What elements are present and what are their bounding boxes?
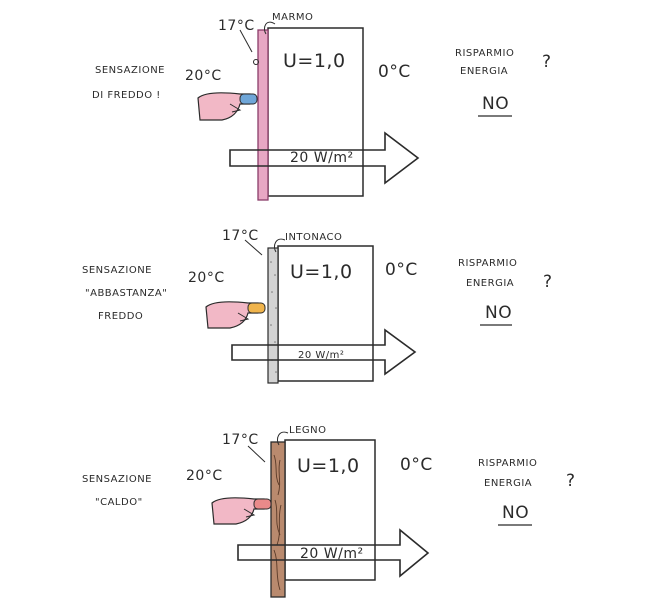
outside-temp-label: 0°C [378, 62, 411, 82]
question-line-1: RISPARMIO [478, 458, 537, 469]
u-value-label: U=1,0 [283, 50, 346, 72]
room-temp-label: 20°C [185, 68, 222, 84]
answer-label: NO [485, 303, 512, 323]
answer-label: NO [502, 503, 529, 523]
question-line-1: RISPARMIO [455, 48, 514, 59]
marble-layer [257, 29, 269, 201]
heat-flux-arrow [229, 131, 420, 185]
question-line-2: ENERGIA [484, 478, 532, 489]
panel-legno: 17°C LEGNO U=1,0 0°C 20°C 20 W/m² SENSAZ… [82, 425, 576, 598]
heat-flux-arrow [231, 328, 417, 376]
question-mark: ? [542, 52, 552, 72]
answer-label: NO [482, 94, 509, 114]
outside-temp-label: 0°C [400, 455, 433, 475]
material-label: MARMO [272, 12, 313, 23]
panel-marmo: 17°C MARMO U=1,0 0°C 20°C 20 W/m² SENSAZ… [92, 12, 552, 201]
question-line-2: ENERGIA [466, 278, 514, 289]
question-line-2: ENERGIA [460, 66, 508, 77]
question-mark: ? [543, 272, 553, 292]
inner-temp-label: 17°C [218, 18, 255, 34]
inner-temp-label: 17°C [222, 432, 259, 448]
sensation-line-1: SENSAZIONE [82, 265, 152, 276]
question-mark: ? [566, 471, 576, 491]
room-temp-label: 20°C [188, 270, 225, 286]
hand-icon [205, 301, 266, 329]
sensation-line-2: DI FREDDO ! [92, 90, 161, 101]
flux-label: 20 W/m² [300, 546, 364, 562]
u-value-label: U=1,0 [297, 455, 360, 477]
material-label: INTONACO [285, 232, 342, 243]
plaster-layer [267, 247, 279, 384]
panel-intonaco: 17°C INTONACO U=1,0 0°C 20°C 20 W/m² SEN… [82, 228, 553, 384]
u-value-label: U=1,0 [290, 261, 353, 283]
sensation-line-1: SENSAZIONE [95, 65, 165, 76]
room-temp-label: 20°C [186, 468, 223, 484]
hand-icon [197, 92, 258, 121]
sensation-line-1: SENSAZIONE [82, 474, 152, 485]
wood-layer [270, 441, 286, 598]
sensation-line-3: FREDDO [98, 311, 143, 322]
flux-label: 20 W/m² [290, 150, 354, 166]
flux-label: 20 W/m² [298, 350, 344, 361]
hand-icon [211, 497, 272, 525]
heat-flux-arrow [237, 528, 430, 578]
sensation-line-2: "CALDO" [95, 497, 143, 508]
inner-temp-label: 17°C [222, 228, 259, 244]
outside-temp-label: 0°C [385, 260, 418, 280]
material-label: LEGNO [289, 425, 327, 436]
question-line-1: RISPARMIO [458, 258, 517, 269]
sensation-line-2: "ABBASTANZA" [85, 288, 167, 299]
